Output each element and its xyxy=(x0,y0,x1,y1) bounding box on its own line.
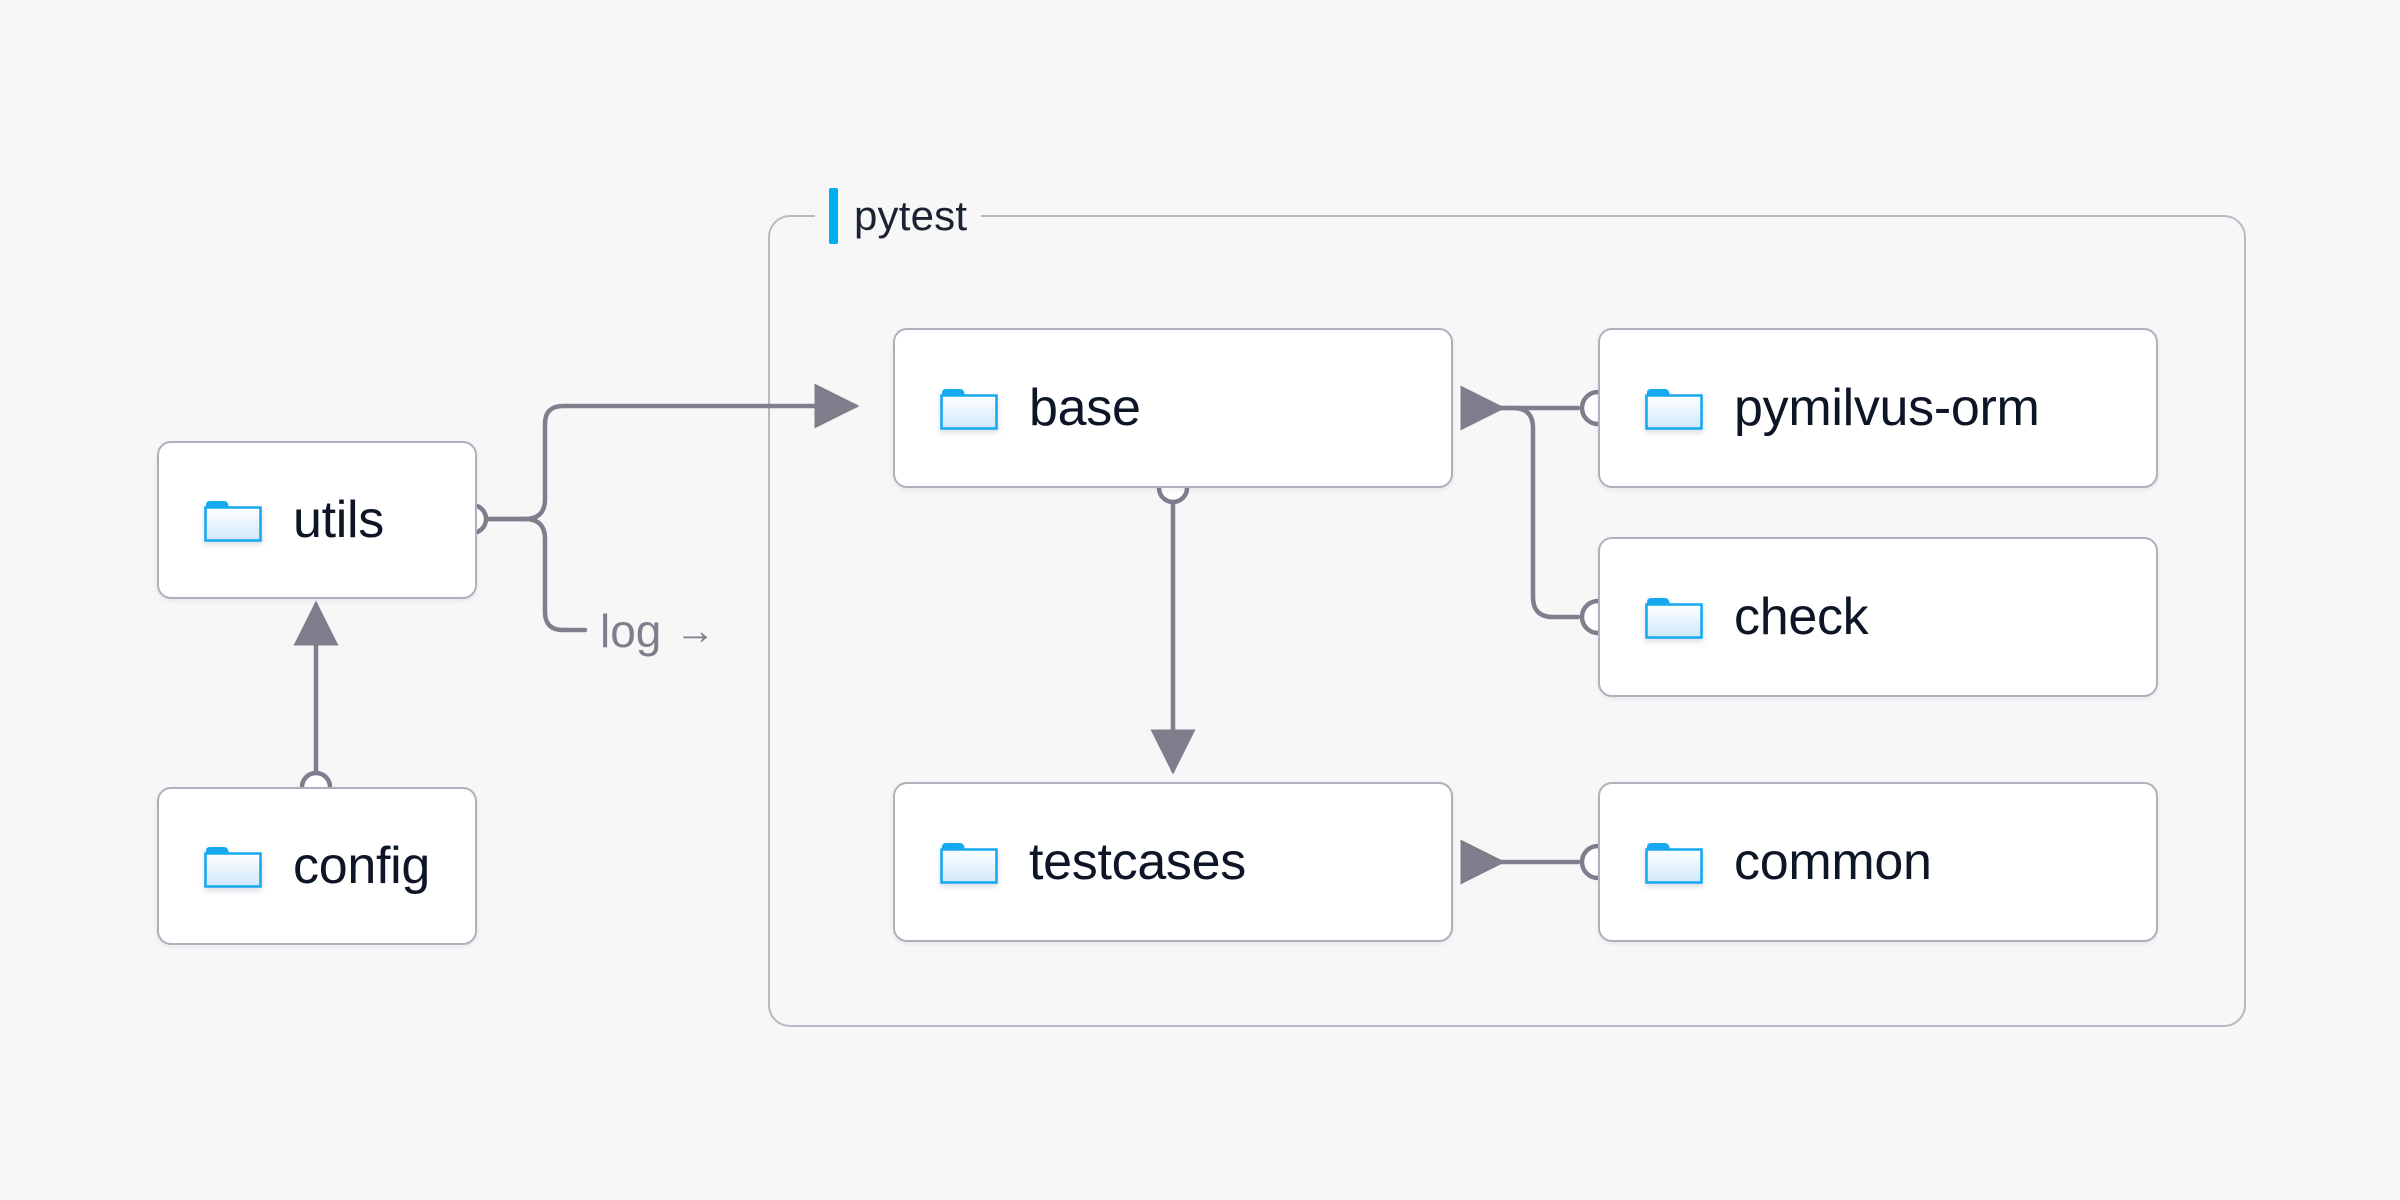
node-common[interactable]: common xyxy=(1598,782,2158,942)
node-base-label: base xyxy=(1029,379,1141,437)
folder-icon xyxy=(1645,598,1703,639)
edge-utils-to-log xyxy=(484,516,588,633)
node-testcases-label: testcases xyxy=(1029,833,1246,891)
node-config[interactable]: config xyxy=(157,787,477,945)
edge-label-log: log → xyxy=(600,604,715,658)
edge-check-to-base xyxy=(1462,405,1581,620)
folder-icon xyxy=(204,501,262,542)
node-base[interactable]: base xyxy=(893,328,1453,488)
node-utils-label: utils xyxy=(293,491,384,549)
node-pymilvus-orm-label: pymilvus-orm xyxy=(1734,379,2040,437)
node-utils[interactable]: utils xyxy=(157,441,477,599)
folder-icon xyxy=(940,389,998,430)
folder-icon xyxy=(940,843,998,884)
node-config-label: config xyxy=(293,837,430,895)
folder-icon xyxy=(204,847,262,888)
accent-bar-icon xyxy=(829,188,838,244)
node-check-label: check xyxy=(1734,588,1869,646)
node-common-label: common xyxy=(1734,833,1932,891)
node-pymilvus-orm[interactable]: pymilvus-orm xyxy=(1598,328,2158,488)
pytest-group-container xyxy=(768,215,2246,1027)
node-testcases[interactable]: testcases xyxy=(893,782,1453,942)
node-check[interactable]: check xyxy=(1598,537,2158,697)
folder-icon xyxy=(1645,389,1703,430)
folder-icon xyxy=(1645,843,1703,884)
arrow-right-icon: → xyxy=(675,609,716,653)
pytest-group-label-text: pytest xyxy=(854,192,968,239)
edge-label-log-text: log xyxy=(600,605,662,657)
pytest-group-label: pytest xyxy=(815,188,982,244)
edge-utils-to-base xyxy=(484,383,860,522)
